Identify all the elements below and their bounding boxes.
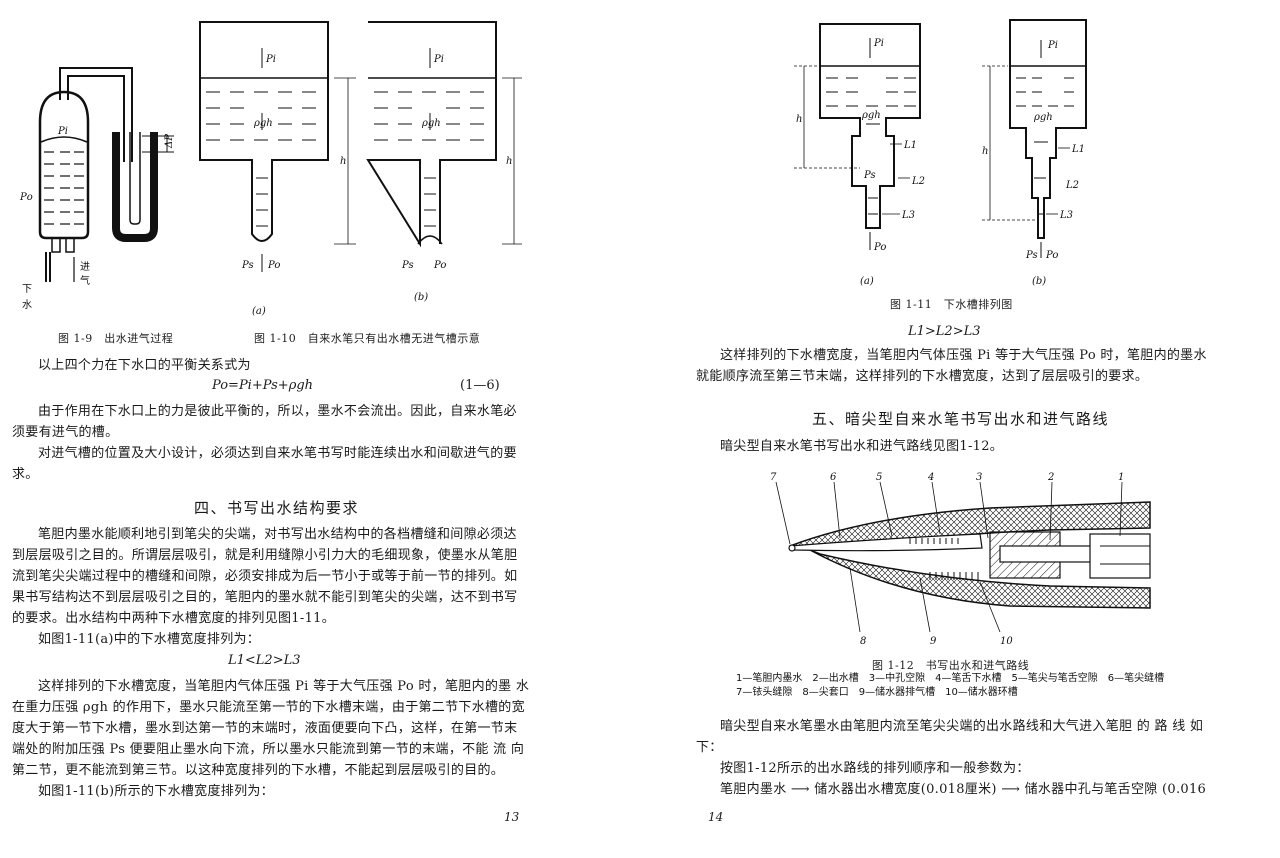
- fig110a-pgh-label: ρgh: [253, 118, 273, 129]
- para-params-line: 笔胆内墨水 ⟶ 储水器出水槽宽度(0.018厘米) ⟶ 储水器中孔与笔舌空隙 (…: [720, 782, 1207, 797]
- figure-1-9: ΔP Pi Pο 进 气 下 水: [19, 67, 175, 311]
- figure-1-12: 7 6 5 4 3 2 1 8 9 10: [770, 472, 1151, 647]
- fig110b-caption-label: (b): [414, 292, 428, 303]
- fig110a-h-label: h: [340, 156, 346, 167]
- fig-1-12-caption: 图 1-12 书写出水和进气路线: [872, 659, 1030, 672]
- para-route-l2: 下：: [696, 740, 723, 755]
- fig-1-11-caption: 图 1-11 下水槽排列图: [890, 298, 1013, 311]
- fig110a-ps-label: Ps: [241, 260, 254, 271]
- fig111a-po-label: Po: [873, 242, 886, 253]
- fig19-dp-label: ΔP: [164, 134, 175, 149]
- para-explain-a-l1: 这样排列的下水槽宽度，当笔胆内气体压强 Pi 等于大气压强 Po 时，笔胆内的墨…: [38, 679, 530, 694]
- fig111b-ps-label: Ps: [1025, 250, 1038, 261]
- para-fig111a-intro: 如图1-11(a)中的下水槽宽度排列为：: [38, 632, 261, 647]
- fig19-xia-label: 下: [22, 284, 32, 295]
- fig19-shui-label: 水: [22, 299, 32, 311]
- fig111b-pgh-label: ρgh: [1033, 112, 1053, 123]
- para-design-l1: 对进气槽的位置及大小设计，必须达到自来水笔书写时能连续出水和间歇进气的要: [38, 446, 517, 461]
- fig112-num-4: 4: [927, 472, 934, 483]
- para-route-l1: 暗尖型自来水笔墨水由笔胆内流至笔尖尖端的出水路线和大气进入笔胆 的 路 线 如: [720, 719, 1204, 734]
- fig110a-caption-label: (a): [252, 306, 266, 317]
- formula-1-6-number: (1—6): [460, 378, 500, 393]
- para-explain-a-l2: 在重力压强 ρgh 的作用下，墨水只能流至第一节的下水槽末端，由于第二节下水槽的…: [12, 700, 525, 715]
- page-14: Pi ρgh h L1 L2 L3 Ps Po (a): [640, 0, 1280, 858]
- fig111a-caption-label: (a): [860, 276, 874, 287]
- fig110b-po-label: Po: [433, 260, 446, 271]
- fig112-num-5: 5: [876, 472, 882, 483]
- para-balance-intro: 以上四个力在下水口的平衡关系式为: [38, 358, 251, 373]
- fig111a-l2-label: L2: [911, 176, 925, 187]
- page-number-13: 13: [504, 810, 520, 824]
- fig111b-h-label: h: [982, 146, 988, 157]
- fig-1-10-caption: 图 1-10 自来水笔只有出水槽无进气槽示意: [254, 332, 481, 345]
- para-structure-l5: 的要求。出水结构中两种下水槽宽度的排列见图1-11。: [12, 611, 336, 626]
- fig111b-po-label: Po: [1045, 250, 1058, 261]
- fig112-num-3: 3: [976, 472, 982, 483]
- fig111b-pi-label: Pi: [1047, 40, 1058, 51]
- figure-1-11: Pi ρgh h L1 L2 L3 Ps Po (a): [794, 19, 1087, 287]
- para-structure-l1: 笔胆内墨水能顺利地引到笔尖的尖端，对书写出水结构中的各档槽缝和间隙必须达: [38, 527, 517, 542]
- para-design-l2: 求。: [12, 467, 39, 482]
- fig110a-pi-label: Pi: [265, 54, 276, 65]
- fig112-num-9: 9: [930, 636, 937, 647]
- fig112-num-1: 1: [1118, 472, 1124, 483]
- fig111b-l2-label: L2: [1065, 180, 1079, 191]
- fig19-pi-label: Pi: [57, 126, 68, 137]
- fig112-num-2: 2: [1047, 472, 1054, 483]
- para-fig111b-intro: 如图1-11(b)所示的下水槽宽度排列为：: [38, 784, 274, 799]
- fig-1-12-legend-l1: 1—笔胆内墨水 2—出水槽 3—中孔空隙 4—笔舌下水槽 5—笔尖与笔舌空隙 6…: [736, 673, 1165, 684]
- fig112-num-8: 8: [860, 636, 866, 647]
- para-structure-l3: 流到笔尖尖端过程中的槽缝和间隙，必须安排成为后一节小于或等于前一节的排列。如: [12, 569, 518, 584]
- fig111a-h-label: h: [796, 114, 802, 125]
- fig111a-l1-label: L1: [903, 140, 917, 151]
- fig110b-pi-label: Pi: [433, 54, 444, 65]
- fig111a-ps-label: Ps: [863, 170, 876, 181]
- para-explain-b-l2: 就能顺序流至第三节末端，这样排列的下水槽宽度，达到了层层吸引的要求。: [696, 369, 1149, 384]
- formula-l1-l2-l3-a: L1<L2>L3: [228, 653, 301, 668]
- fig110b-ps-label: Ps: [401, 260, 414, 271]
- fig112-num-6: 6: [830, 472, 837, 483]
- fig111b-caption-label: (b): [1032, 276, 1046, 287]
- fig111a-l3-label: L3: [901, 210, 915, 221]
- para-balance-l1: 由于作用在下水口上的力是彼此平衡的，所以，墨水不会流出。因此，自来水笔必: [38, 404, 517, 419]
- fig111a-pi-label: Pi: [873, 38, 884, 49]
- fig111b-l3-label: L3: [1059, 210, 1073, 221]
- formula-1-6: Po=Pi+Ps+ρgh: [212, 378, 314, 393]
- fig-1-9-caption: 图 1-9 出水进气过程: [58, 332, 174, 345]
- fig112-num-10: 10: [1000, 636, 1013, 647]
- formula-l1-l2-l3-b: L1>L2>L3: [908, 324, 981, 339]
- fig19-po-label: Pο: [19, 192, 33, 203]
- para-explain-b-l1: 这样排列的下水槽宽度，当笔胆内气体压强 Pi 等于大气压强 Po 时，笔胆内的墨…: [720, 348, 1207, 363]
- fig-1-12-legend-l2: 7—铱头缝隙 8—尖套口 9—储水器排气槽 10—储水器环槽: [736, 687, 1018, 698]
- para-params-intro: 按图1-12所示的出水路线的排列顺序和一般参数为：: [720, 761, 1030, 776]
- fig110b-h-label: h: [506, 156, 512, 167]
- section-heading-4: 四、书写出水结构要求: [194, 499, 360, 517]
- para-explain-a-l3: 度大于第一节下水槽，墨水到达第一节的末端时，液面便要向下凸，这样，在第一节末: [12, 721, 518, 736]
- para-balance-l2: 须要有进气的槽。: [12, 425, 119, 440]
- para-explain-a-l5: 第二节，更不能流到第三节。以这种宽度排列的下水槽，不能起到层层吸引的目的。: [12, 763, 505, 778]
- para-explain-a-l4: 端处的附加压强 Ps 便要阻止墨水向下流，所以墨水只能流到第一节的末端，不能 流…: [12, 742, 525, 757]
- fig111a-pgh-label: ρgh: [861, 110, 881, 121]
- figure-1-10: Pi ρgh h Ps Po (a) Pi ρgh h: [199, 21, 522, 317]
- fig110a-po-label: Po: [267, 260, 280, 271]
- fig19-qi-label: 气: [80, 274, 90, 287]
- page-13: ΔP Pi Pο 进 气 下 水: [12, 21, 530, 824]
- fig111b-l1-label: L1: [1071, 144, 1085, 155]
- fig19-jin-label: 进: [80, 261, 90, 273]
- para-fig112-intro: 暗尖型自来水笔书写出水和进气路线见图1-12。: [720, 439, 1004, 454]
- fig110b-pgh-label: ρgh: [421, 118, 441, 129]
- section-heading-5: 五、暗尖型自来水笔书写出水和进气路线: [812, 410, 1110, 428]
- para-structure-l4: 果书写结构达不到层层吸引之目的，笔胆内的墨水就不能引到笔尖的尖端，达不到书写: [12, 590, 518, 605]
- page-number-14: 14: [708, 810, 724, 824]
- para-structure-l2: 到层层吸引之目的。所谓层层吸引，就是利用缝隙小引力大的毛细现象，使墨水从笔胆: [12, 548, 518, 563]
- fig112-num-7: 7: [770, 472, 777, 483]
